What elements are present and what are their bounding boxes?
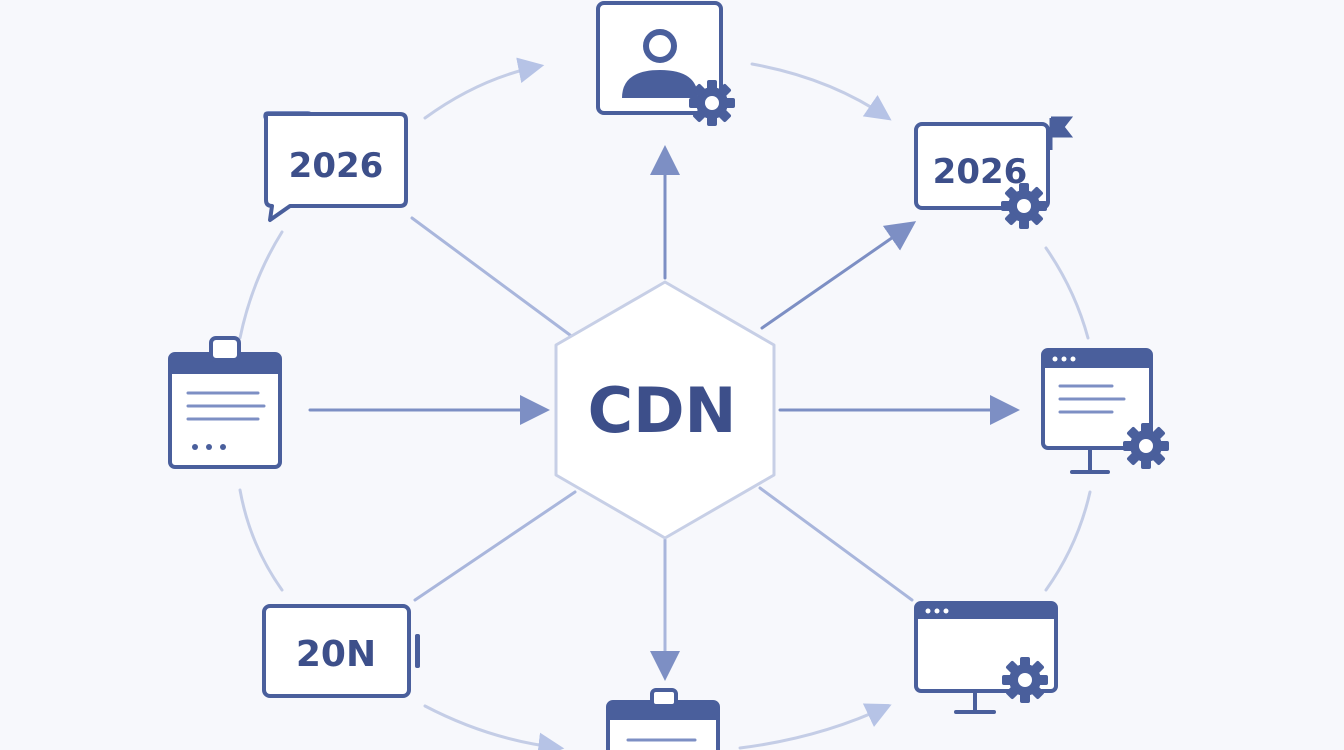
- monitor-lines: [1058, 384, 1126, 414]
- node-bottom-center[interactable]: [606, 688, 720, 750]
- hub-label: CDN: [588, 374, 737, 447]
- node-top-center[interactable]: [596, 1, 735, 126]
- node-top-left-label: 2026: [289, 146, 384, 186]
- hub-hexagon: [554, 280, 776, 540]
- gear-icon: [689, 80, 735, 126]
- document-lines: [186, 391, 266, 421]
- spoke-top-left: [410, 216, 572, 337]
- node-bottom-right[interactable]: [914, 601, 1058, 714]
- ring-arc-right-lower: [1044, 490, 1092, 592]
- gear-icon: [1002, 657, 1048, 703]
- clipboard-clip-icon: [209, 336, 241, 362]
- ring-arc-left-upper: [238, 230, 284, 340]
- clipboard-clip-icon: [650, 688, 678, 708]
- node-top-left[interactable]: 2026: [263, 111, 408, 222]
- window-dots-icon: [1052, 356, 1076, 362]
- ring-arc-top-left: [423, 57, 545, 120]
- ring-arc-top-right: [750, 62, 892, 121]
- clipboard-header: [608, 702, 718, 720]
- node-mid-right[interactable]: [1041, 348, 1169, 474]
- window-dots-icon: [925, 608, 949, 614]
- ellipsis-icon: [192, 444, 226, 450]
- flag-icon: [1049, 116, 1074, 150]
- ring-arc-right-upper: [1044, 246, 1090, 340]
- chat-card: [264, 112, 408, 222]
- gear-icon: [1123, 423, 1169, 469]
- spoke-top-right: [760, 221, 917, 330]
- gear-icon: [1001, 183, 1047, 229]
- spoke-bottom-left: [413, 490, 577, 602]
- outer-ring: [238, 57, 1092, 750]
- battery-tip-icon: [415, 634, 420, 668]
- cdn-hub[interactable]: CDN: [554, 280, 776, 540]
- user-icon: [622, 29, 698, 98]
- ring-arc-left-lower: [238, 488, 284, 592]
- node-top-right-label: 2026: [933, 152, 1028, 192]
- monitor-header: [916, 603, 1056, 619]
- battery-card: [262, 604, 411, 698]
- node-bottom-left-label: 20N: [296, 634, 376, 675]
- clipboard-header: [170, 354, 280, 374]
- node-top-right[interactable]: 2026: [914, 116, 1074, 229]
- monitor-stand-icon: [1070, 446, 1110, 474]
- ring-arc-bottom-left: [423, 704, 565, 750]
- spokes: [308, 145, 1020, 681]
- monitor-stand-icon: [954, 689, 996, 714]
- calendar-card: [914, 122, 1050, 210]
- node-mid-left[interactable]: [168, 336, 282, 469]
- monitor-header: [1043, 350, 1151, 368]
- spoke-bottom-right: [758, 486, 914, 602]
- ring-arc-bottom-right: [738, 703, 892, 750]
- node-bottom-left[interactable]: 20N: [262, 604, 420, 698]
